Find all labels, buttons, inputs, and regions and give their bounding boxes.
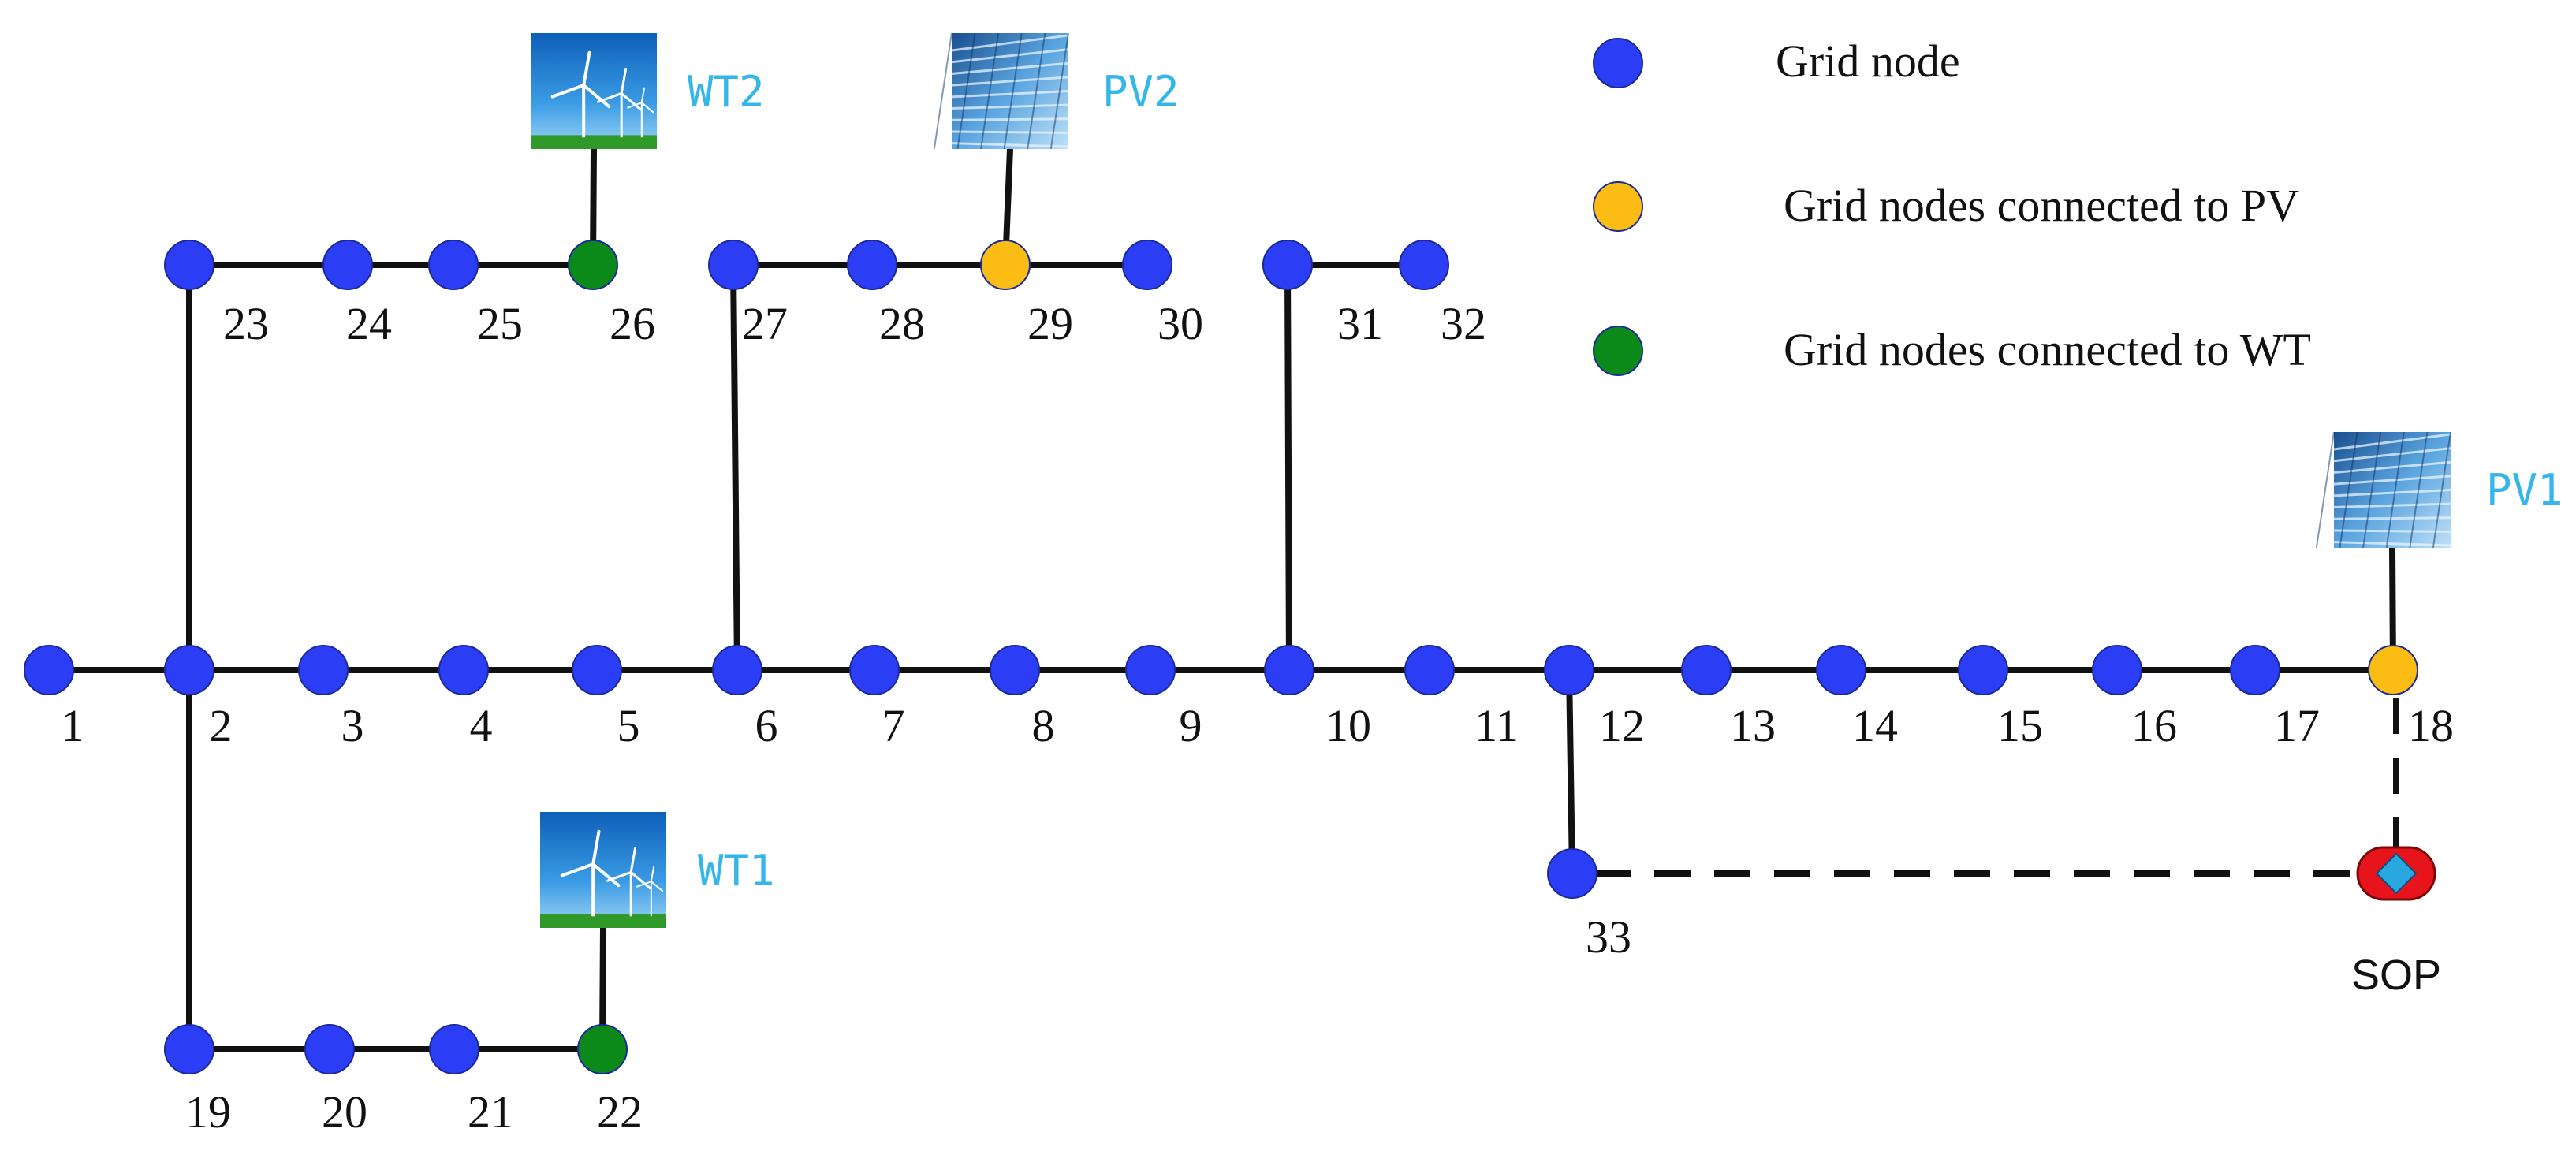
node-33 (1547, 848, 1597, 899)
node-label-24: 24 (346, 298, 392, 349)
sop-inner-diamond (2375, 852, 2418, 895)
node-18 (2368, 645, 2418, 695)
node-label-28: 28 (879, 298, 925, 349)
edge-6-27 (730, 262, 740, 673)
node-label-15: 15 (1997, 700, 2043, 751)
node-label-3: 3 (341, 700, 364, 751)
node-11 (1404, 645, 1455, 695)
node-21 (429, 1024, 479, 1074)
asset-label-pv1: PV1 (2486, 465, 2563, 515)
node-label-27: 27 (742, 298, 788, 349)
node-label-8: 8 (1032, 700, 1055, 751)
asset-label-wt2: WT2 (688, 67, 765, 117)
node-1 (24, 645, 74, 695)
node-label-11: 11 (1474, 700, 1519, 751)
sop-device: SOP (2351, 846, 2441, 999)
node-3 (298, 645, 349, 695)
nodes-layer (24, 240, 2418, 1074)
legend: Grid node Grid nodes connected to PV Gri… (1593, 35, 2311, 376)
node-label-6: 6 (755, 700, 778, 751)
legend-marker-grid (1593, 38, 1643, 88)
node-label-20: 20 (322, 1086, 367, 1138)
node-label-25: 25 (477, 298, 523, 349)
node-5 (572, 645, 622, 695)
node-label-30: 30 (1158, 298, 1203, 349)
wind-turbine-icon (540, 812, 666, 928)
sop-link-layer (1594, 698, 2399, 877)
node-23 (164, 240, 214, 290)
edge-12-33 (1566, 667, 1575, 877)
node-27 (708, 240, 759, 290)
node-label-31: 31 (1337, 298, 1383, 349)
node-25 (428, 240, 479, 290)
node-label-2: 2 (210, 700, 233, 751)
node-13 (1681, 645, 1732, 695)
node-17 (2230, 645, 2280, 695)
node-label-9: 9 (1180, 700, 1202, 751)
node-4 (438, 645, 489, 695)
node-16 (2092, 645, 2142, 695)
node-30 (1122, 240, 1172, 290)
node-8 (990, 645, 1040, 695)
node-label-33: 33 (1586, 911, 1631, 963)
node-29 (980, 240, 1031, 290)
legend-label-grid: Grid node (1776, 35, 1960, 87)
node-22 (577, 1024, 628, 1074)
node-6 (712, 645, 762, 695)
node-label-29: 29 (1027, 298, 1073, 349)
node-label-32: 32 (1441, 298, 1486, 349)
edges-layer (46, 262, 2396, 1052)
node-label-10: 10 (1325, 700, 1371, 751)
node-12 (1544, 645, 1594, 695)
node-label-17: 17 (2274, 700, 2320, 751)
legend-marker-pv (1593, 181, 1643, 232)
legend-marker-wt (1593, 326, 1643, 376)
node-26 (568, 240, 618, 290)
sop-label: SOP (2351, 952, 2441, 999)
node-label-13: 13 (1730, 700, 1776, 751)
solar-panel-icon (933, 32, 1069, 150)
node-label-22: 22 (597, 1086, 643, 1138)
node-24 (322, 240, 373, 290)
node-label-18: 18 (2408, 700, 2454, 751)
node-label-19: 19 (185, 1086, 231, 1138)
node-label-21: 21 (468, 1086, 513, 1138)
node-label-1: 1 (62, 700, 84, 751)
node-14 (1816, 645, 1866, 695)
node-7 (849, 645, 900, 695)
node-9 (1125, 645, 1176, 695)
edge-10-31 (1284, 262, 1292, 673)
node-28 (847, 240, 897, 290)
node-31 (1262, 240, 1313, 290)
node-label-16: 16 (2131, 700, 2177, 751)
node-19 (164, 1024, 214, 1074)
node-20 (304, 1024, 355, 1074)
node-15 (1958, 645, 2008, 695)
node-label-14: 14 (1852, 700, 1898, 751)
node-label-7: 7 (882, 700, 905, 751)
legend-label-pv: Grid nodes connected to PV (1784, 180, 2299, 231)
asset-label-pv2: PV2 (1102, 67, 1180, 117)
wind-turbine-icon (531, 33, 657, 149)
legend-label-wt: Grid nodes connected to WT (1784, 324, 2311, 375)
solar-panel-icon (2315, 431, 2451, 549)
asset-label-wt1: WT1 (698, 846, 775, 896)
node-label-4: 4 (470, 700, 493, 751)
node-label-5: 5 (617, 700, 640, 751)
node-label-23: 23 (223, 298, 269, 349)
node-32 (1399, 240, 1449, 290)
node-10 (1264, 645, 1314, 695)
node-label-26: 26 (610, 298, 655, 349)
node-2 (164, 645, 214, 695)
node-label-12: 12 (1599, 700, 1645, 751)
